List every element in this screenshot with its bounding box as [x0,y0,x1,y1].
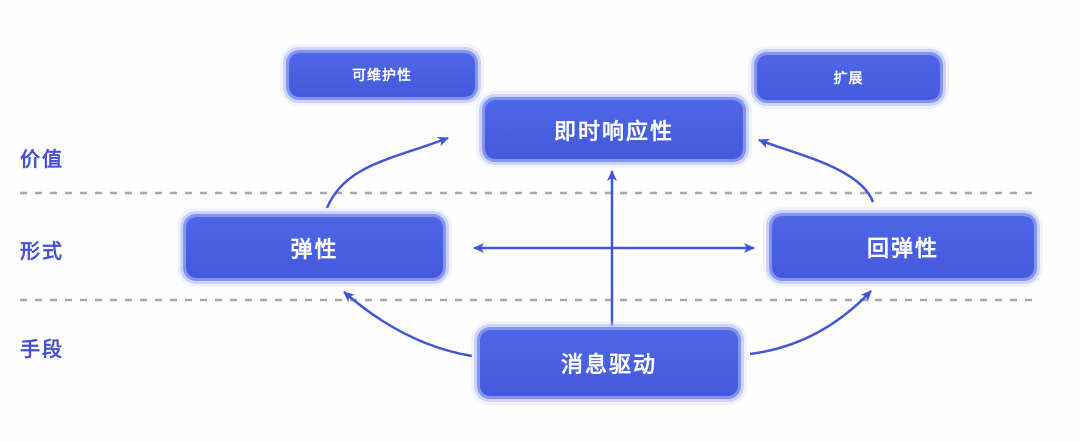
node-scalability: 扩展 [757,55,940,100]
row-label-value: 价值 [20,147,64,171]
row-label-form: 形式 [20,239,64,263]
node-elastic: 弹性 [186,217,443,278]
edge-elastic-to-responsive [325,136,449,209]
edge-message-driven-to-resilient [749,290,872,356]
node-resilient: 回弹性 [772,216,1034,278]
node-responsive: 即时响应性 [485,100,743,159]
row-label-means: 手段 [20,337,64,361]
edge-resilient-to-responsive [758,138,875,203]
edge-message-driven-to-elastic [343,291,473,358]
node-message-driven: 消息驱动 [480,330,738,396]
node-maintainability: 可维护性 [289,53,475,97]
